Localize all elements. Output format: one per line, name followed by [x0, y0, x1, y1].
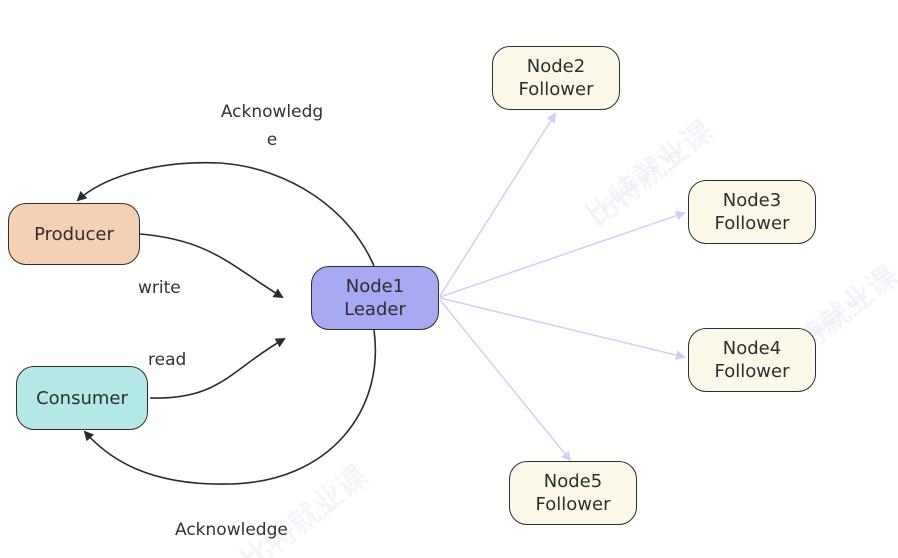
- ack-edge-producer: [76, 161, 375, 267]
- replication-edge-node2: [439, 112, 557, 297]
- leader-node: Node1 Leader: [311, 266, 439, 330]
- ack-label-top: Acknowledg e: [220, 102, 324, 150]
- read-label: read: [148, 350, 187, 370]
- producer-node: Producer: [8, 203, 140, 265]
- consumer-node: Consumer: [16, 366, 148, 430]
- write-edge: [139, 233, 284, 299]
- read-edge: [149, 338, 286, 399]
- ack-label-bottom: Acknowledge: [175, 520, 288, 540]
- write-label: write: [138, 278, 181, 298]
- ack-edge-consumer: [83, 329, 377, 485]
- follower-node-5: Node5 Follower: [509, 461, 637, 525]
- follower-node-4: Node4 Follower: [688, 328, 816, 392]
- follower-node-2: Node2 Follower: [492, 46, 620, 110]
- replication-edge-node5: [439, 299, 572, 462]
- replication-edge-node3: [439, 210, 686, 298]
- follower-node-3: Node3 Follower: [688, 180, 816, 244]
- replication-edge-node4: [439, 297, 686, 360]
